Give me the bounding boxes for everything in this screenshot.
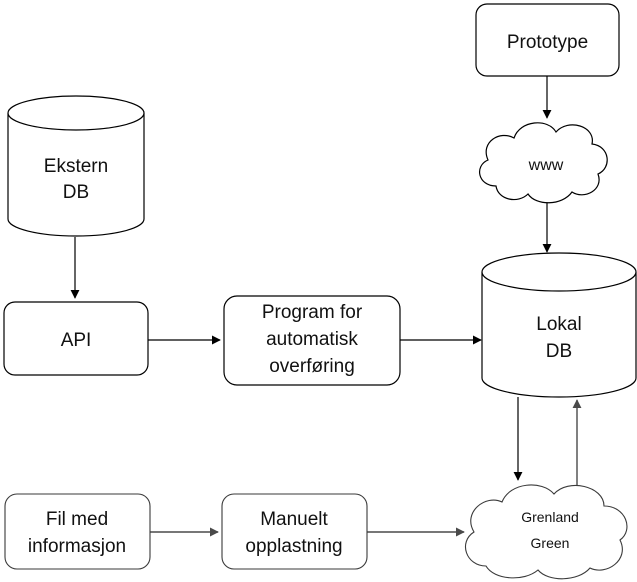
ekstern-db-label-line-2: DB [63,182,89,203]
fil-label-line-1: Fil med [46,509,108,530]
manuelt-label-line-2: opplastning [245,536,342,557]
www-label: www [528,157,564,174]
api-label: API [61,330,92,351]
fil-label-line-2: informasjon [28,536,126,557]
node-program-for-automatisk-overforing: Program for automatisk overføring [223,295,401,386]
node-grenland-green-cloud: Grenland Green [465,484,628,580]
node-www-cloud: www [479,122,608,204]
manuelt-label-line-1: Manuelt [260,509,328,530]
lokal-db-label-line-1: Lokal [536,314,581,335]
node-ekstern-db: Ekstern DB [7,95,145,237]
prototype-label: Prototype [507,32,588,53]
node-prototype: Prototype [475,3,620,77]
ekstern-db-label-line-1: Ekstern [44,156,108,177]
grenland-label-line-2: Green [531,535,570,551]
program-label-line-2: automatisk [266,329,358,350]
node-fil-med-informasjon: Fil med informasjon [4,493,151,570]
lokal-db-label-line-2: DB [546,341,572,362]
grenland-label-line-1: Grenland [521,509,579,525]
program-label-line-3: overføring [269,356,355,377]
node-manuelt-opplastning: Manuelt opplastning [221,493,368,570]
node-lokal-db: Lokal DB [481,252,637,398]
node-api: API [3,301,149,376]
program-label-line-1: Program for [262,302,363,323]
